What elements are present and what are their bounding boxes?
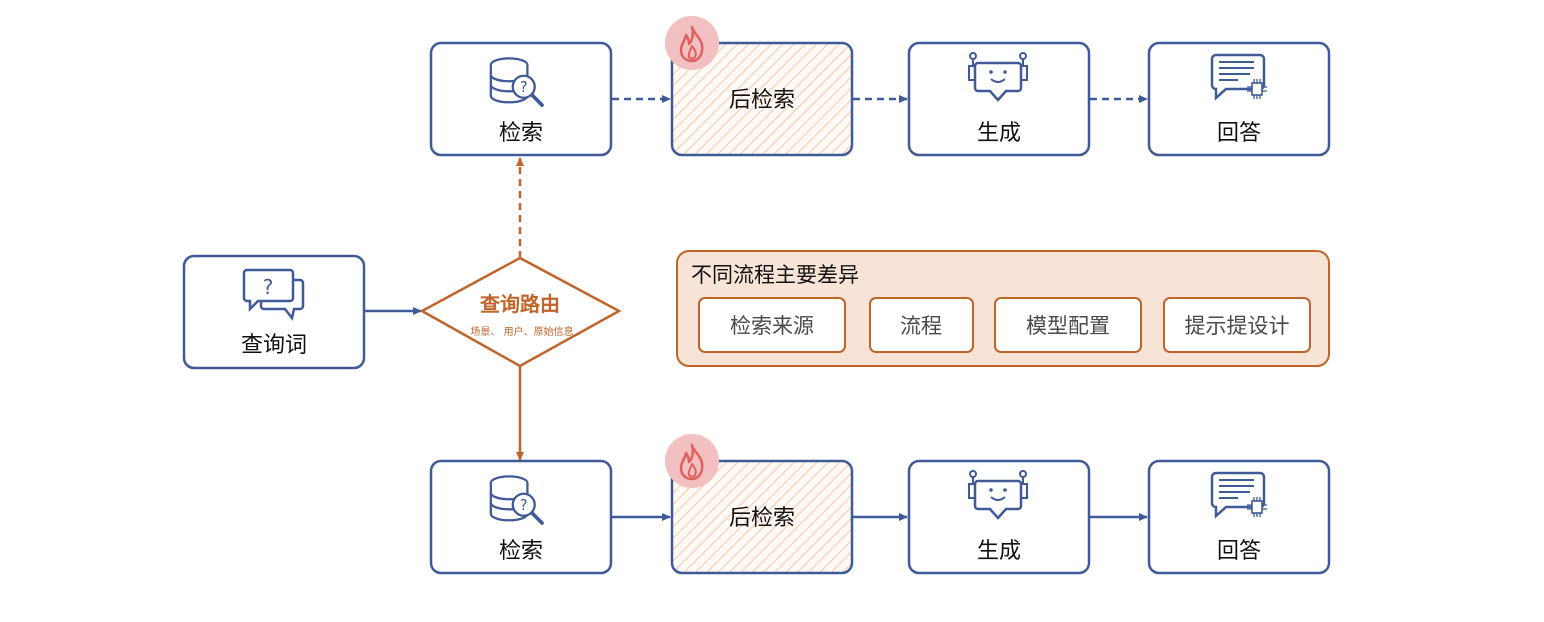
query-router: 查询路由 场景、 用户、原始信息 [419, 256, 622, 368]
difference-chip-label: 提示提设计 [1185, 314, 1290, 338]
fire-icon [664, 15, 720, 71]
bottom-answer-node: 回答 [1147, 459, 1331, 575]
difference-chip: 提示提设计 [1163, 297, 1311, 353]
fire-icon [664, 433, 720, 489]
query-node: 查询词 [182, 254, 366, 370]
difference-chip-label: 检索来源 [730, 314, 814, 338]
difference-chip-label: 流程 [900, 314, 942, 338]
top-post-retrieve-label: 后检索 [729, 88, 795, 113]
bottom-generate-node: 生成 [907, 459, 1091, 575]
bottom-answer-label: 回答 [1217, 539, 1261, 564]
top-flow: 检索 后检索 生成 回答 [429, 15, 1331, 157]
query-label: 查询词 [241, 333, 307, 358]
differences-panel: 不同流程主要差异 检索来源 流程 模型配置 提示提设计 [676, 250, 1330, 367]
top-generate-node: 生成 [907, 41, 1091, 157]
bottom-post-retrieve-label: 后检索 [729, 506, 795, 531]
bottom-retrieve-node: 检索 [429, 459, 613, 575]
router-title: 查询路由 [480, 292, 560, 316]
top-generate-label: 生成 [977, 121, 1021, 146]
top-answer-label: 回答 [1217, 121, 1261, 146]
differences-title: 不同流程主要差异 [691, 263, 859, 287]
difference-chip: 检索来源 [698, 297, 846, 353]
difference-chip: 流程 [869, 297, 974, 353]
bottom-flow: 检索 后检索 生成 回答 [429, 433, 1331, 575]
bottom-retrieve-label: 检索 [499, 539, 543, 564]
difference-chip: 模型配置 [994, 297, 1142, 353]
top-answer-node: 回答 [1147, 41, 1331, 157]
router-subtitle: 场景、 用户、原始信息 [470, 325, 573, 338]
bottom-generate-label: 生成 [977, 539, 1021, 564]
difference-chip-label: 模型配置 [1026, 314, 1110, 338]
top-retrieve-label: 检索 [499, 121, 543, 146]
top-post-retrieve-node: 后检索 [664, 15, 854, 157]
top-retrieve-node: 检索 [429, 41, 613, 157]
bottom-post-retrieve-node: 后检索 [664, 433, 854, 575]
